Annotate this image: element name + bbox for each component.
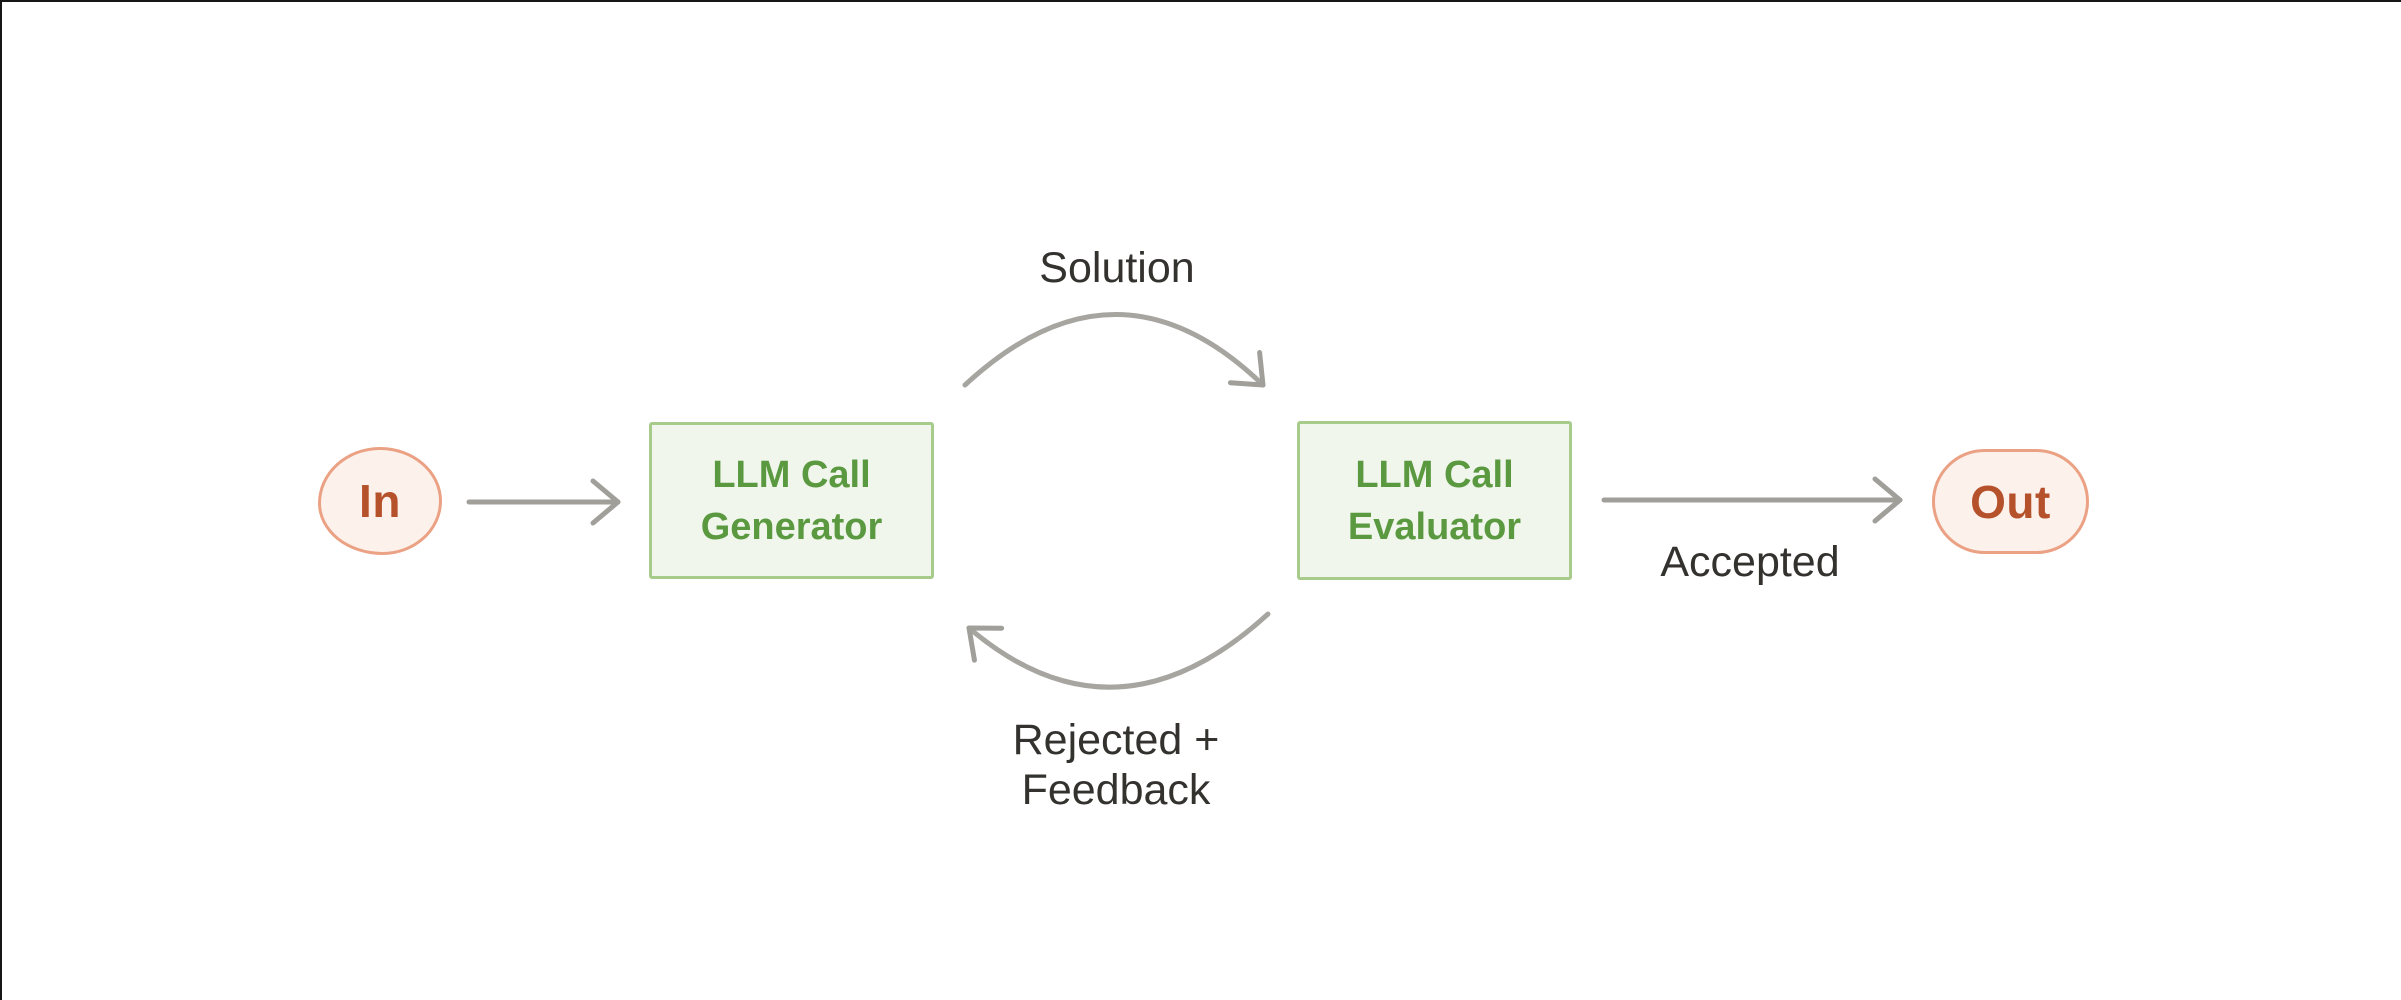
evaluator-label-line2: Evaluator — [1347, 505, 1522, 548]
evaluator-label-line1: LLM Call — [1355, 453, 1514, 496]
edge-label-rejected-line1: Rejected + — [1012, 716, 1220, 764]
node-llm-call-evaluator: LLM Call Evaluator — [1297, 421, 1572, 580]
edge-label-accepted: Accepted — [1660, 538, 1840, 586]
node-in: In — [318, 447, 442, 555]
node-out-label: Out — [1970, 475, 2051, 528]
edge-label-solution: Solution — [1039, 244, 1195, 292]
edge-rejected-arc-arrow — [966, 611, 1271, 690]
node-out: Out — [1932, 449, 2089, 554]
edge-label-rejected-line2: Feedback — [1021, 766, 1211, 814]
node-llm-call-generator: LLM Call Generator — [649, 422, 934, 579]
generator-label-line1: LLM Call — [712, 453, 871, 496]
edge-solution-arc-arrow — [962, 312, 1266, 388]
generator-label-line2: Generator — [700, 505, 883, 548]
edge-label-rejected-feedback: Rejected + Feedback — [1013, 715, 1220, 815]
node-in-label: In — [359, 475, 401, 527]
